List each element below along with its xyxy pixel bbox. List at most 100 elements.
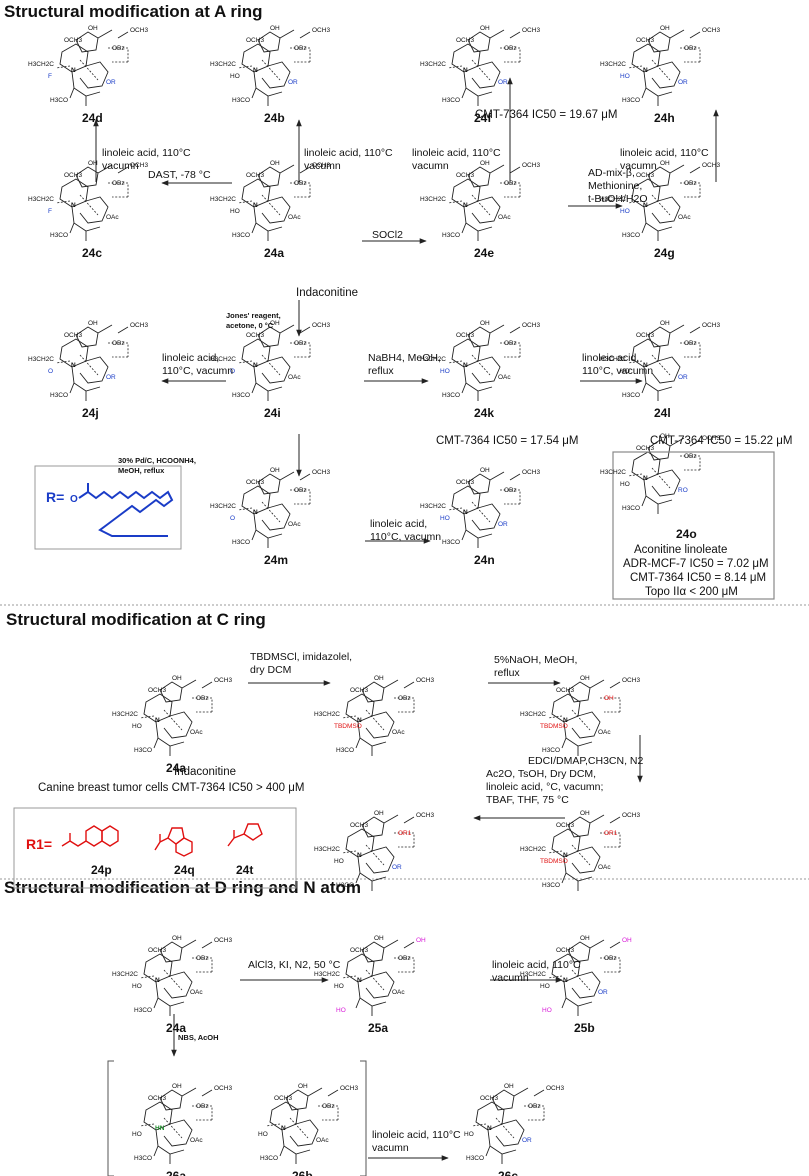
atom-label-oh: OH — [88, 160, 98, 167]
atom-label-c: N — [71, 362, 76, 369]
atom-label-f: H3CO — [50, 97, 68, 104]
atom-label-d: OAc — [288, 214, 301, 221]
atom-label-b: OBz — [528, 1103, 541, 1110]
atom-label-a: OH — [416, 937, 426, 944]
atom-label-d: OAc — [106, 214, 119, 221]
atom-label-e: H3CH2C — [600, 196, 626, 203]
atom-label-g: HO — [540, 983, 550, 990]
atom-label-b: OBz — [294, 340, 307, 347]
atom-label-g: HO — [230, 208, 240, 215]
atom-label-g: HO — [464, 1131, 474, 1138]
naphthalene-icon — [61, 825, 119, 847]
compound-id-24p: 24p — [91, 863, 112, 877]
r-label: R= — [46, 489, 64, 505]
atom-label-e: H3CH2C — [314, 711, 340, 718]
atom-label-a: OCH3 — [622, 677, 640, 684]
atom-label-g: F — [48, 208, 52, 215]
atom-label-oh: OH — [580, 675, 590, 682]
atom-label-e: H3CH2C — [28, 61, 54, 68]
atom-label-a: OCH3 — [622, 812, 640, 819]
atom-label-oh: OH — [270, 160, 280, 167]
compound-id: 24n — [474, 553, 495, 567]
reagent-r13: linoleic acid,110°C, vacumn — [370, 518, 441, 543]
atom-label-b: OBz — [684, 45, 697, 52]
atom-label-e: H3CH2C — [600, 61, 626, 68]
reagent-r20: NBS, AcOH — [178, 1033, 219, 1042]
atom-label-oh: OH — [480, 467, 490, 474]
atom-label-oh: OH — [374, 935, 384, 942]
atom-label-oh: OH — [88, 320, 98, 327]
atom-label-b: OBz — [398, 695, 411, 702]
atom-label-och3: OCH3 — [148, 1095, 166, 1102]
atom-label-a: OCH3 — [522, 27, 540, 34]
atom-label-d: OR — [678, 79, 688, 86]
atom-label-och3: OCH3 — [556, 822, 574, 829]
atom-label-c: N — [463, 202, 468, 209]
atom-label-e: H3CH2C — [210, 503, 236, 510]
atom-label-f: H3CO — [50, 392, 68, 399]
atom-label-c: N — [155, 717, 160, 724]
atom-label-g: HO — [620, 481, 630, 488]
atom-label-oh: OH — [270, 467, 280, 474]
atom-label-a: OCH3 — [312, 469, 330, 476]
atom-label-a: OH — [622, 937, 632, 944]
reagent-r5: DAST, -78 °C — [148, 169, 211, 181]
atom-label-c: N — [643, 202, 648, 209]
atom-label-d: OR — [598, 989, 608, 996]
atom-label-g: HO — [132, 983, 142, 990]
atom-label-g: HO — [334, 858, 344, 865]
svg-text:O: O — [70, 494, 78, 505]
compound-id: 24j — [82, 406, 99, 420]
compound-id: 24i — [264, 406, 281, 420]
atom-label-c: N — [643, 67, 648, 74]
atom-label-b: OBz — [196, 1103, 209, 1110]
atom-label-c: N — [487, 1125, 492, 1132]
compound-id: 24k — [474, 406, 494, 420]
atom-label-och3: OCH3 — [636, 332, 654, 339]
atom-label-c: N — [253, 509, 258, 516]
atom-label-och3: OCH3 — [480, 1095, 498, 1102]
reagent-r11: linoleic acid,110°C, vacumn — [582, 352, 653, 377]
atom-label-c: N — [357, 977, 362, 984]
atom-label-oh: OH — [374, 810, 384, 817]
atom-label-g: HO — [132, 723, 142, 730]
atom-label-b: OBz — [504, 180, 517, 187]
atom-label-och3: OCH3 — [246, 37, 264, 44]
atom-label-c: N — [463, 509, 468, 516]
ic50-24f: CMT-7364 IC50 = 19.67 μM — [475, 109, 617, 121]
compound-id-24o-box: 24o — [676, 527, 697, 541]
atom-label-oh: OH — [172, 935, 182, 942]
atom-label-a: OCH3 — [214, 1085, 232, 1092]
atom-label-a: OCH3 — [312, 27, 330, 34]
atom-label-och3: OCH3 — [148, 687, 166, 694]
atom-label-och3: OCH3 — [456, 37, 474, 44]
atom-label-d: OAc — [288, 521, 301, 528]
compound-id: 24a — [264, 246, 284, 260]
atom-label-d: OAc — [392, 729, 405, 736]
atom-label-f: H3CO — [134, 1007, 152, 1014]
atom-label-oh: OH — [480, 160, 490, 167]
atom-label-g: HO — [258, 1131, 268, 1138]
atom-label-e: H3CH2C — [420, 196, 446, 203]
atom-label-a: OCH3 — [416, 677, 434, 684]
compound-id: 24b — [264, 111, 285, 125]
atom-label-oh: OH — [660, 320, 670, 327]
atom-label-d: OAc — [190, 989, 203, 996]
atom-label-f: H3CO — [50, 232, 68, 239]
atom-label-b: OBz — [112, 340, 125, 347]
atom-label-oh: OH — [298, 1083, 308, 1090]
atom-label-och3: OCH3 — [350, 947, 368, 954]
compound-id: 26c — [498, 1169, 518, 1176]
atom-label-och3: OCH3 — [636, 37, 654, 44]
atom-label-c: N — [463, 362, 468, 369]
atom-label-d: RO — [678, 487, 688, 494]
atom-label-b: OBz — [112, 180, 125, 187]
atom-label-a: OCH3 — [130, 162, 148, 169]
